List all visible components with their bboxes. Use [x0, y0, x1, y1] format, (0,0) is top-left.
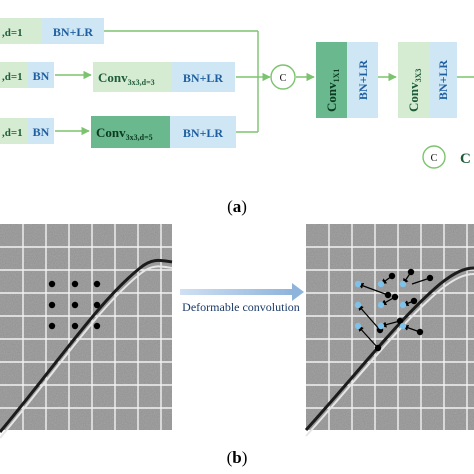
row3-conv-box [91, 116, 170, 148]
deformable-offsets [354, 268, 434, 352]
row2-bnlr-box [171, 62, 235, 92]
deformed-point [388, 272, 396, 280]
block2-bnlr-label: BN+LR [436, 60, 450, 101]
block2-conv-label: Conv3X3 [406, 69, 423, 112]
row2-conv-box [93, 62, 171, 92]
block2-conv-box [398, 42, 429, 118]
row1-left-fragment: ,d=1 [2, 27, 23, 39]
sampling-point [93, 280, 101, 288]
sampling-point [48, 322, 56, 330]
row1-bnlr-box [42, 18, 104, 44]
row2-left-fragment: ,d=1 [2, 71, 23, 83]
deformed-point [410, 297, 418, 305]
right-event-curve [304, 266, 474, 432]
sampling-point [48, 280, 56, 288]
deformed-point [407, 268, 415, 276]
right-seismic-image [304, 224, 474, 437]
row2-left-box [0, 62, 28, 88]
deformed-point [396, 317, 404, 325]
offset-arrow [357, 304, 381, 331]
original-point [354, 301, 362, 309]
arrow-label: Deformable convolution [182, 300, 300, 314]
legend-text: C [460, 151, 471, 167]
deformed-point [416, 328, 424, 336]
block1-conv-box [316, 42, 347, 118]
row2-bnlr-label: BN+LR [183, 71, 224, 85]
left-event-curve [0, 258, 173, 433]
original-point [399, 322, 407, 330]
deformed-point [384, 291, 392, 299]
concat-circle [270, 64, 296, 90]
legend-concat-circle [422, 145, 446, 169]
part-a-diagram: ,d=1 BN+LR ,d=1 BN Conv3x3,d=3 BN+LR ,d=… [0, 18, 474, 216]
row3-bnlr-label: BN+LR [183, 126, 224, 140]
row3-bn-label: BN [33, 125, 50, 139]
sampling-point [71, 301, 79, 309]
row3-bnlr-box [170, 116, 236, 148]
sampling-point [71, 322, 79, 330]
block1-bnlr-label: BN+LR [356, 60, 370, 101]
original-point [377, 322, 385, 330]
offset-arrow [357, 283, 389, 296]
left-grid [0, 224, 172, 430]
row2-bn-box [28, 62, 54, 88]
original-point [399, 280, 407, 288]
deformed-point [391, 293, 399, 301]
caption-a: (a) [227, 197, 247, 216]
deformed-point [374, 344, 382, 352]
caption-b: (b) [227, 448, 248, 467]
deformable-arrow: Deformable convolution [180, 283, 304, 314]
sampling-point [93, 301, 101, 309]
concat-symbol: C [280, 73, 287, 84]
block1-conv-label: Conv1X1 [324, 69, 341, 112]
row3-left-box [0, 118, 28, 144]
original-point [354, 280, 362, 288]
original-point [377, 280, 385, 288]
original-point [399, 301, 407, 309]
offset-arrow [380, 320, 401, 328]
block1-bnlr-box [347, 42, 378, 118]
left-seismic-image [0, 224, 173, 439]
sampling-point [93, 322, 101, 330]
block2-bnlr-box [429, 42, 457, 118]
row2-conv-label: Conv3x3,d=3 [98, 70, 155, 87]
row1-bnlr-label: BN+LR [53, 25, 94, 39]
row2-bn-label: BN [33, 69, 50, 83]
row1-left-box [0, 18, 42, 44]
sampling-point [48, 301, 56, 309]
original-point [377, 301, 385, 309]
sampling-point [71, 280, 79, 288]
original-point [354, 322, 362, 330]
part-b-diagram: Deformable convolution (b) [0, 224, 474, 467]
regular-sampling-points [48, 280, 101, 330]
offset-arrow [357, 325, 379, 349]
row3-conv-label: Conv3x3,d=5 [96, 125, 153, 142]
legend-concat-symbol: C [431, 153, 438, 164]
row3-bn-box [28, 118, 54, 144]
offset-arrow [411, 277, 431, 285]
row3-left-fragment: ,d=1 [2, 127, 23, 139]
connector-lines [55, 30, 474, 136]
